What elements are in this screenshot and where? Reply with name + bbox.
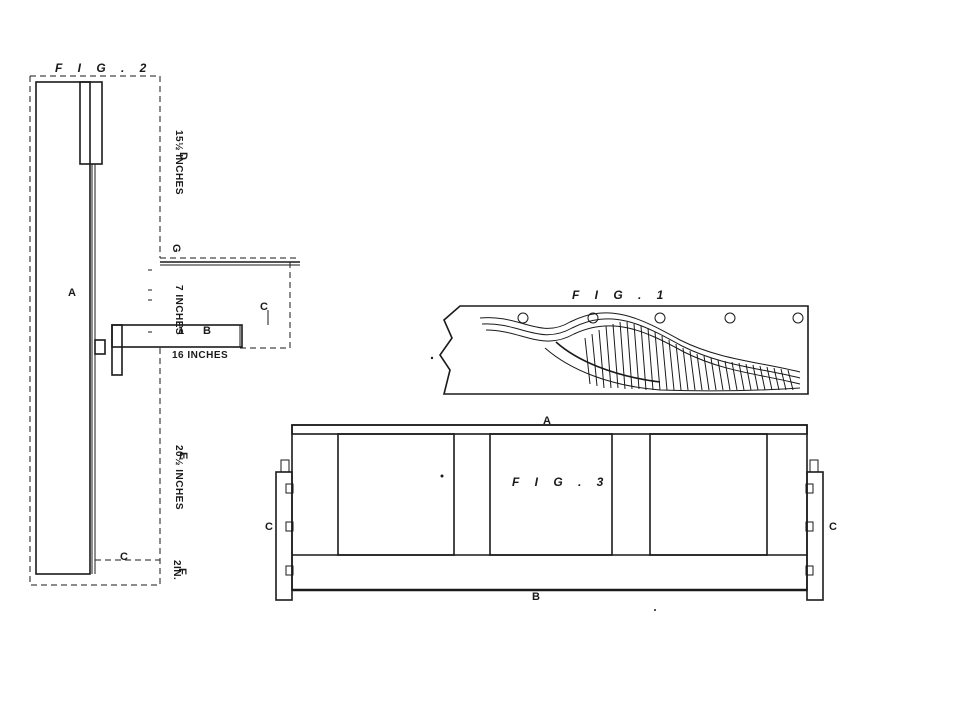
fig-1-screw [517,312,529,324]
fig-3-panel-2 [489,433,613,556]
fig-3-label-bottom: B [532,591,540,603]
fig-3-label-right: C [829,521,837,533]
fig-2-label-g: G [170,244,182,253]
fig-2-dim-upper-height: 15½ INCHES [173,130,184,195]
fig-1-speck [430,356,434,360]
fig-2-outline-right [240,262,291,349]
fig-1-screws [517,312,804,324]
fig-2-label-c-upper: C [260,301,268,313]
figure-3: A B C C F I G . 3 [265,415,837,611]
fig-3-panel-3 [649,433,768,556]
fig-2-label-d: D [177,152,189,160]
fig-2-title: F I G . 2 [55,61,152,75]
fig-3-left-bolt [285,521,294,532]
fig-2-arm-hanger [111,324,123,376]
fig-3-left-bolt [285,565,294,576]
fig-2-board-a [35,81,91,575]
fig-3-left-bracket [275,459,294,601]
fig-1-screw [587,312,599,324]
fig-3-left-post [275,471,293,601]
fig-3-label-top: A [543,415,551,427]
fig-1-screw [724,312,736,324]
fig-3-right-bolt [805,521,814,532]
fig-1-wave-lines [479,312,801,392]
fig-1-frame [439,305,809,395]
fig-2-label-one: 1 [178,325,184,337]
fig-3-speck [654,609,656,611]
fig-2-label-e: E [177,452,189,459]
fig-2-slider-block [79,81,103,165]
fig-3-title: F I G . 3 [512,475,609,489]
fig-3-right-bolt [805,483,814,494]
fig-3-speck [440,474,444,478]
fig-1-screw [654,312,666,324]
fig-3-panel-1 [337,433,455,556]
figure-1: F I G . 1 [430,288,809,395]
fig-3-right-bolt [805,565,814,576]
fig-2-outline-left [29,76,161,586]
fig-2-dim-bottom-gap: 2IN. [171,560,182,580]
fig-3-right-bracket [805,459,824,601]
fig-1-screw [792,312,804,324]
fig-2-dim-arm-length: 16 INCHES [172,350,228,361]
fig-2-knob [94,339,106,355]
fig-1-title: F I G . 1 [572,288,669,302]
fig-3-frame [291,424,808,591]
fig-2-outline-upper [30,75,161,258]
fig-2-label-b: B [203,325,211,337]
fig-3-label-left: C [265,521,273,533]
fig-3-right-post [806,471,824,601]
fig-3-left-bolt [285,483,294,494]
fig-2-tick-marks [148,269,152,333]
fig-3-right-cap [809,459,819,473]
figure-2: F I G . 2 A B 1 C C 15½ INCHE [29,61,300,586]
fig-2-label-a: A [68,287,76,299]
fig-1-fiber-strokes [584,321,794,391]
fig-2-label-f: F [176,568,188,575]
fig-3-left-cap [280,459,290,473]
fig-2-dim-lower-height: 20½ INCHES [173,445,184,510]
fig-2-label-c-lower: C [120,551,128,563]
fig-2-dim-middle-height: 7 INCHES [173,285,184,335]
